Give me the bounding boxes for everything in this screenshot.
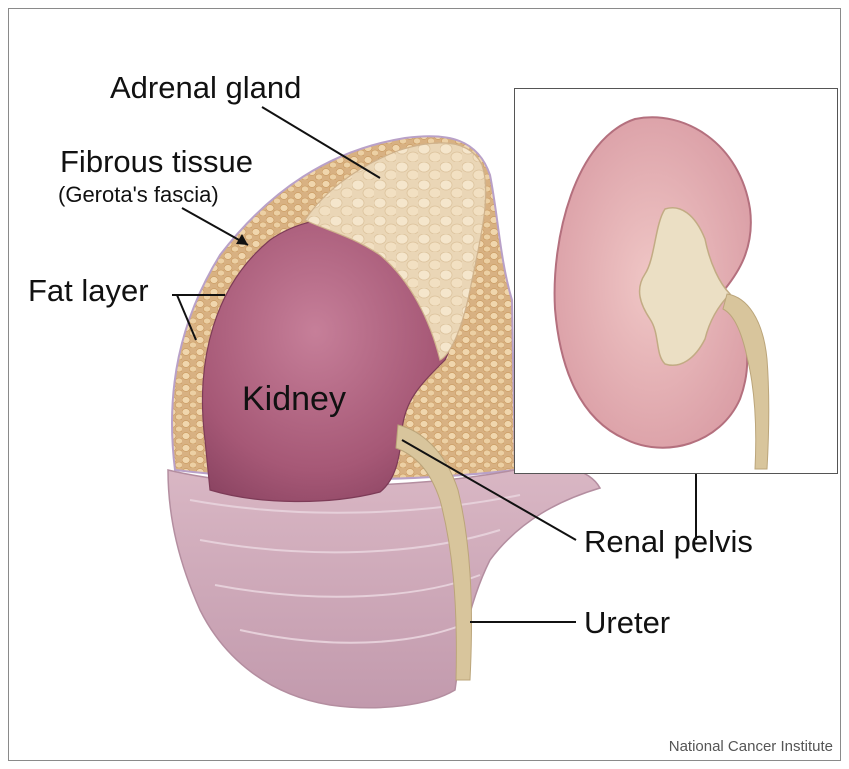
gerotas-fascia-sheath xyxy=(168,466,600,708)
label-gerotas-fascia: (Gerota's fascia) xyxy=(58,184,219,206)
credit-text: National Cancer Institute xyxy=(669,738,833,755)
cross-section-svg xyxy=(515,89,836,472)
label-kidney: Kidney xyxy=(242,382,346,416)
label-ureter: Ureter xyxy=(584,607,670,638)
label-adrenal-gland: Adrenal gland xyxy=(110,72,301,103)
kidney-cross-section-inset xyxy=(514,88,838,474)
fibrous-tissue-leader xyxy=(182,208,248,245)
label-fibrous-tissue: Fibrous tissue xyxy=(60,146,253,177)
label-renal-pelvis: Renal pelvis xyxy=(584,526,753,557)
label-fat-layer: Fat layer xyxy=(28,275,149,306)
